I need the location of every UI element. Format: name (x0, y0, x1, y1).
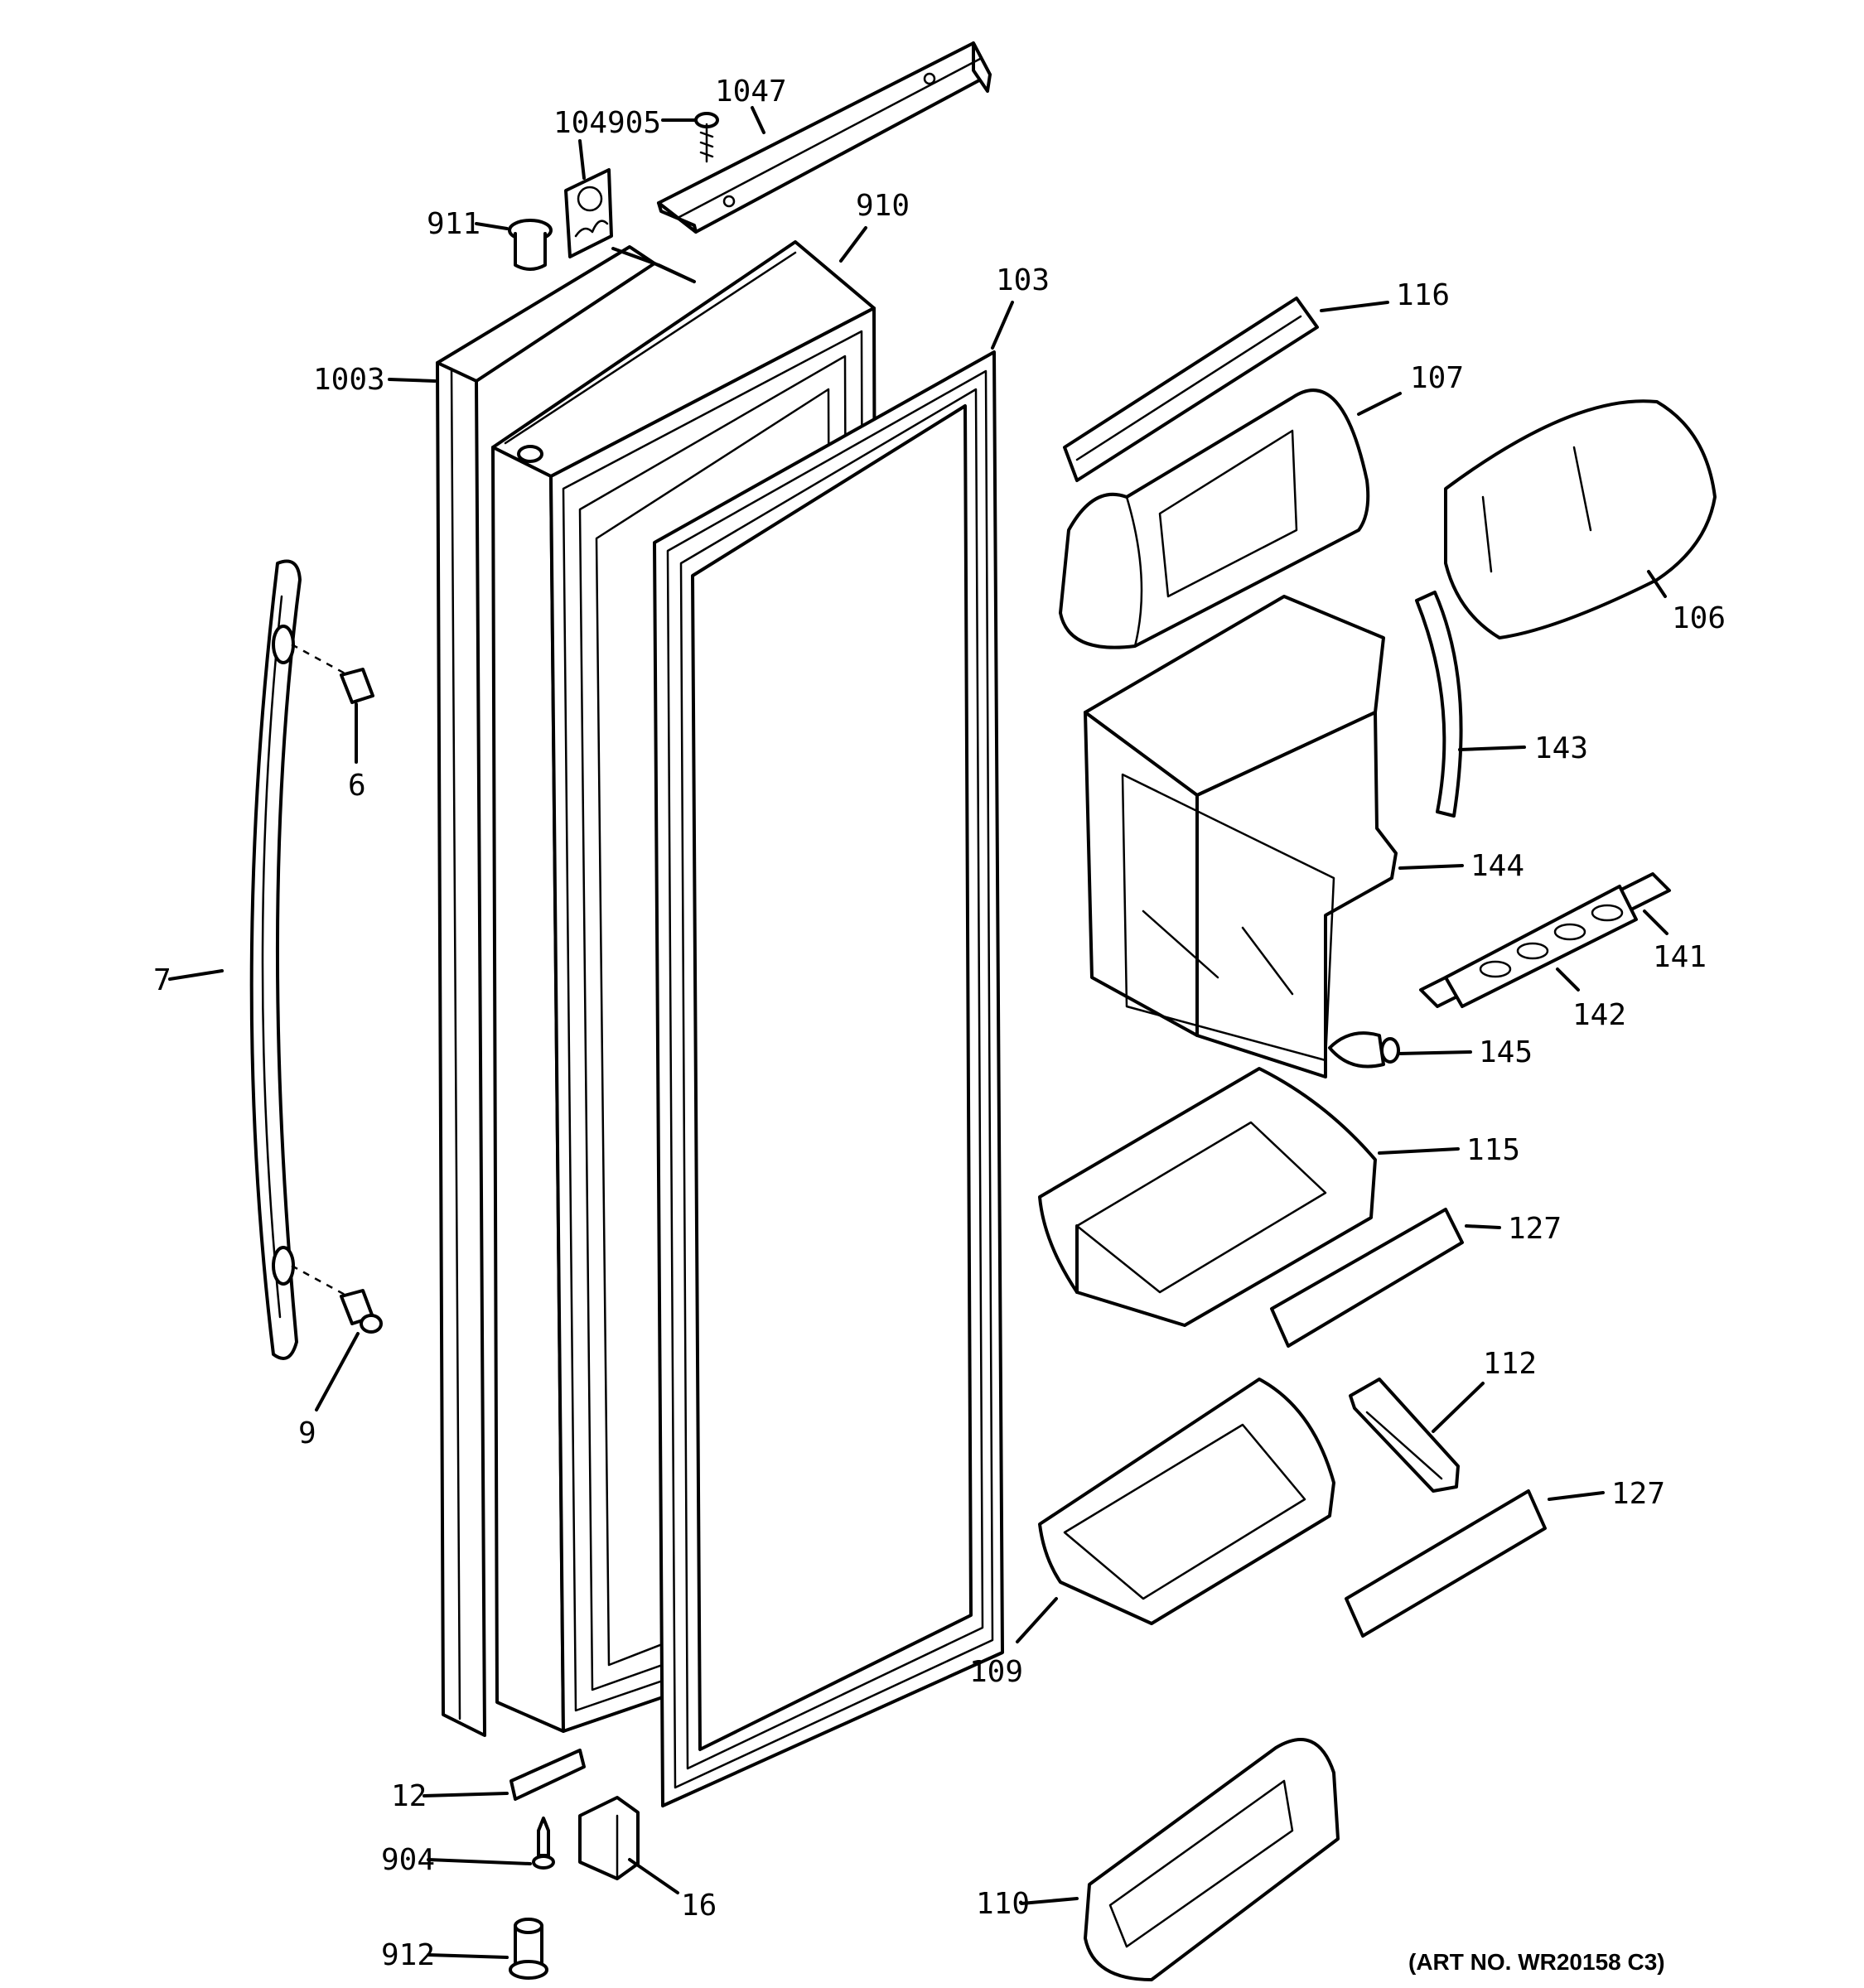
door-top-cap (657, 41, 992, 234)
callout-1047: 1047 (715, 75, 787, 109)
handle-screw-9 (291, 1264, 383, 1334)
door-outer-panel (436, 245, 696, 1737)
callout-103: 103 (996, 263, 1050, 297)
dispenser-side-143 (1415, 591, 1463, 818)
callout-110: 110 (976, 1887, 1030, 1921)
door-handle (249, 559, 302, 1360)
callout-127-upper: 127 (1508, 1212, 1562, 1246)
callout-910: 910 (856, 189, 910, 223)
shelf-cover-106 (1444, 399, 1717, 639)
retainer-112 (1349, 1378, 1460, 1493)
callout-115: 115 (1466, 1133, 1520, 1167)
callout-112: 112 (1483, 1347, 1537, 1381)
callout-904: 904 (381, 1843, 435, 1877)
callout-16: 16 (681, 1889, 717, 1923)
callout-106: 106 (1672, 601, 1726, 635)
callout-141: 141 (1653, 940, 1707, 974)
hinge-bracket-16 (578, 1796, 640, 1880)
callout-9: 9 (298, 1416, 316, 1450)
screw-904 (532, 1817, 555, 1870)
callout-1003: 1003 (313, 363, 385, 397)
door-bin-109 (1038, 1378, 1335, 1625)
callout-104: 104 (553, 106, 607, 140)
callout-143: 143 (1534, 731, 1588, 765)
callout-142: 142 (1572, 998, 1626, 1032)
art-number: (ART NO. WR20158 C3) (1408, 1949, 1665, 1975)
callout-911: 911 (427, 207, 480, 241)
callout-12: 12 (391, 1779, 427, 1813)
nameplate (564, 168, 613, 258)
screw-905 (694, 112, 719, 163)
callout-109: 109 (969, 1655, 1023, 1689)
bin-front-127-lower (1345, 1489, 1547, 1638)
callout-107: 107 (1410, 361, 1464, 395)
door-bin-107 (1059, 388, 1370, 649)
callout-127-lower: 127 (1611, 1477, 1665, 1511)
door-bin-110 (1084, 1738, 1340, 1981)
callout-144: 144 (1470, 849, 1524, 883)
callout-912: 912 (381, 1938, 435, 1972)
bin-front-127-upper (1270, 1208, 1464, 1348)
door-bin-115 (1038, 1067, 1377, 1327)
leader-lines (168, 106, 1668, 1959)
bushing-912 (509, 1918, 548, 1980)
hinge-plate-12 (509, 1749, 586, 1801)
ice-tray-141-142 (1419, 872, 1671, 1008)
bushing-911 (508, 219, 553, 271)
ice-bucket-144 (1084, 595, 1398, 1078)
door-gasket (653, 350, 1004, 1807)
callout-labels: 104 905 1047 911 910 103 116 107 1003 10… (153, 75, 1726, 1972)
gate-knob-145 (1328, 1031, 1400, 1069)
callout-7: 7 (153, 963, 171, 997)
bin-rail-116 (1063, 297, 1319, 482)
callout-145: 145 (1479, 1035, 1533, 1069)
callout-6: 6 (348, 769, 366, 803)
handle-screw-6 (291, 643, 374, 704)
callout-905: 905 (607, 106, 661, 140)
callout-116: 116 (1396, 278, 1450, 312)
